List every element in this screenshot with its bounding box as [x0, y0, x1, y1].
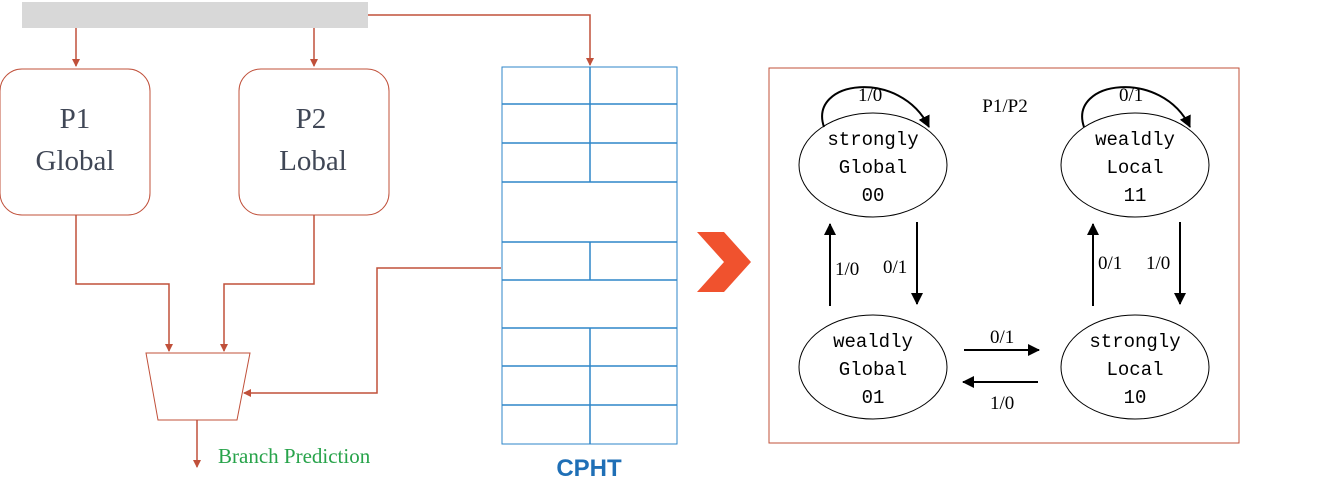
selector-mux	[145, 352, 251, 421]
state-machine-legend: P1/P2	[982, 96, 1027, 117]
predictor-p2-box: P2 Lobal	[238, 68, 390, 216]
state-wl-code: 11	[1124, 185, 1147, 207]
state-wl-line2: Local	[1106, 157, 1163, 179]
state-wealdly-local	[1060, 112, 1210, 218]
transition-wg-to-sl-label: 0/1	[990, 327, 1014, 348]
state-wg-line2: Global	[839, 359, 907, 381]
cpht-table	[501, 66, 678, 445]
transition-sg-self-arrow	[821, 86, 930, 128]
predictor-p1-type: Global	[36, 145, 115, 177]
transition-sg-to-wg-label: 0/1	[883, 257, 907, 278]
transition-sl-to-wg-label: 1/0	[990, 393, 1014, 414]
state-sl-line2: Local	[1106, 359, 1163, 381]
transition-sg-self-label: 1/0	[858, 85, 882, 106]
history-arrows	[72, 14, 594, 67]
cpht-label: CPHT	[556, 455, 622, 482]
state-sg-line2: Global	[839, 157, 907, 179]
state-sl-code: 10	[1124, 387, 1147, 409]
predictor-p2-type: Lobal	[279, 145, 347, 177]
state-wealdly-global	[798, 314, 948, 420]
transition-sl-to-wl-label: 0/1	[1098, 253, 1122, 274]
transition-wl-to-sl-label: 1/0	[1146, 253, 1170, 274]
chevron-right-icon	[697, 232, 751, 292]
transition-wl-self-label: 0/1	[1119, 85, 1143, 106]
transition-wl-self-arrow	[1081, 86, 1191, 128]
predictor-p1-name: P1	[60, 103, 91, 135]
branch-prediction-label: Branch Prediction	[218, 444, 371, 468]
predictor-p2-name: P2	[296, 103, 327, 135]
state-wl-line1: wealdly	[1095, 129, 1175, 151]
mux-input-arrows	[75, 215, 501, 397]
state-sg-line1: strongly	[827, 129, 918, 151]
state-sl-line1: strongly	[1089, 331, 1180, 353]
predictor-p1-box: P1 Global	[0, 68, 151, 216]
state-wg-line1: wealdly	[833, 331, 913, 353]
transition-wg-to-sg-label: 1/0	[835, 259, 859, 280]
state-sg-code: 00	[862, 185, 885, 207]
state-strongly-local	[1060, 314, 1210, 420]
state-wg-code: 01	[862, 387, 885, 409]
history-register-bar	[22, 2, 368, 28]
state-strongly-global	[798, 112, 948, 218]
